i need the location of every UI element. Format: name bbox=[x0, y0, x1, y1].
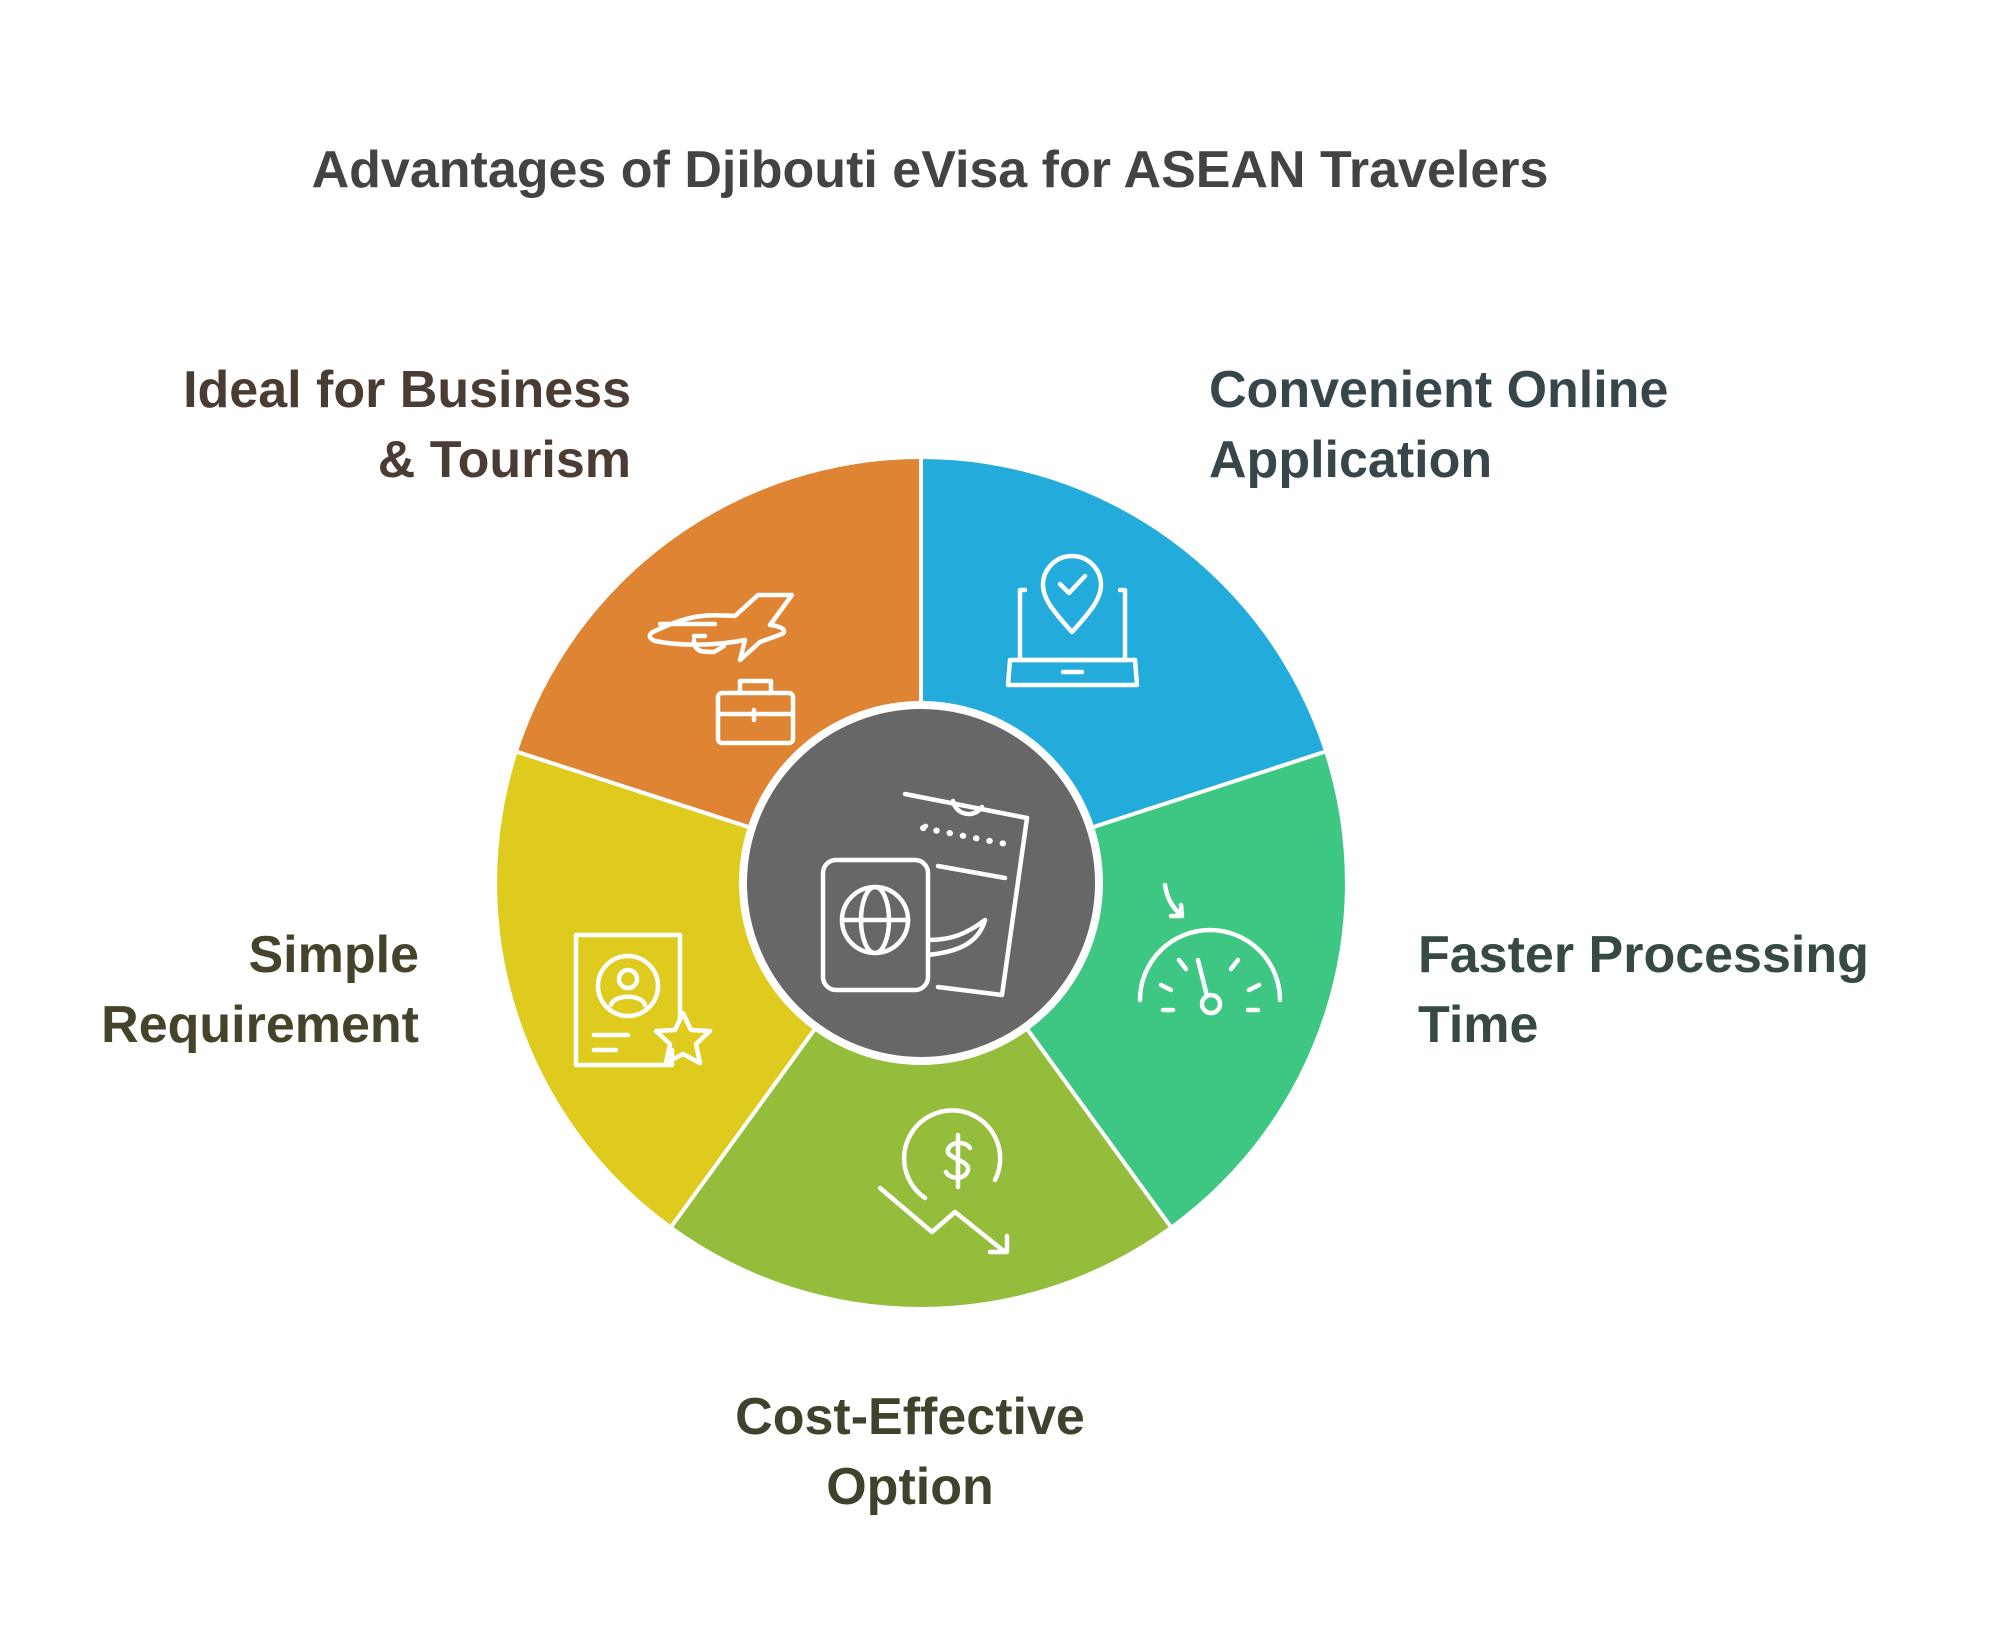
segment-divider bbox=[670, 1029, 816, 1228]
airplane-briefcase-icon bbox=[647, 592, 796, 746]
label-simple-requirement: Simple Requirement bbox=[101, 926, 419, 1054]
segment-tab-cost bbox=[1020, 1093, 1087, 1160]
laptop-location-check-icon bbox=[1005, 553, 1140, 688]
segment-divider bbox=[1026, 1029, 1172, 1228]
dollar-trend-down-icon bbox=[877, 1108, 1010, 1255]
segment-divider bbox=[517, 750, 749, 829]
segment-tab-simple bbox=[697, 1051, 764, 1118]
segment-online bbox=[921, 459, 1325, 827]
label-faster-processing: Faster Processing Time bbox=[1418, 926, 1869, 1054]
profile-document-star-icon bbox=[573, 932, 713, 1068]
speedometer-icon bbox=[1137, 882, 1283, 1016]
segment-tab-faster bbox=[1160, 799, 1227, 866]
segment-divider bbox=[1093, 750, 1325, 829]
label-cost-effective: Cost-Effective Option bbox=[735, 1388, 1085, 1516]
segment-tab-online bbox=[924, 575, 990, 641]
diagram-title: Advantages of Djibouti eVisa for ASEAN T… bbox=[311, 141, 1549, 199]
passport-ticket-icon bbox=[820, 791, 1030, 998]
label-convenient-online: Convenient Online Application bbox=[1209, 361, 1669, 489]
segment-faster bbox=[1028, 752, 1345, 1226]
center-hub bbox=[741, 703, 1101, 1063]
segment-tab-business bbox=[637, 730, 704, 797]
label-business-tourism: Ideal for Business & Tourism bbox=[183, 361, 631, 489]
